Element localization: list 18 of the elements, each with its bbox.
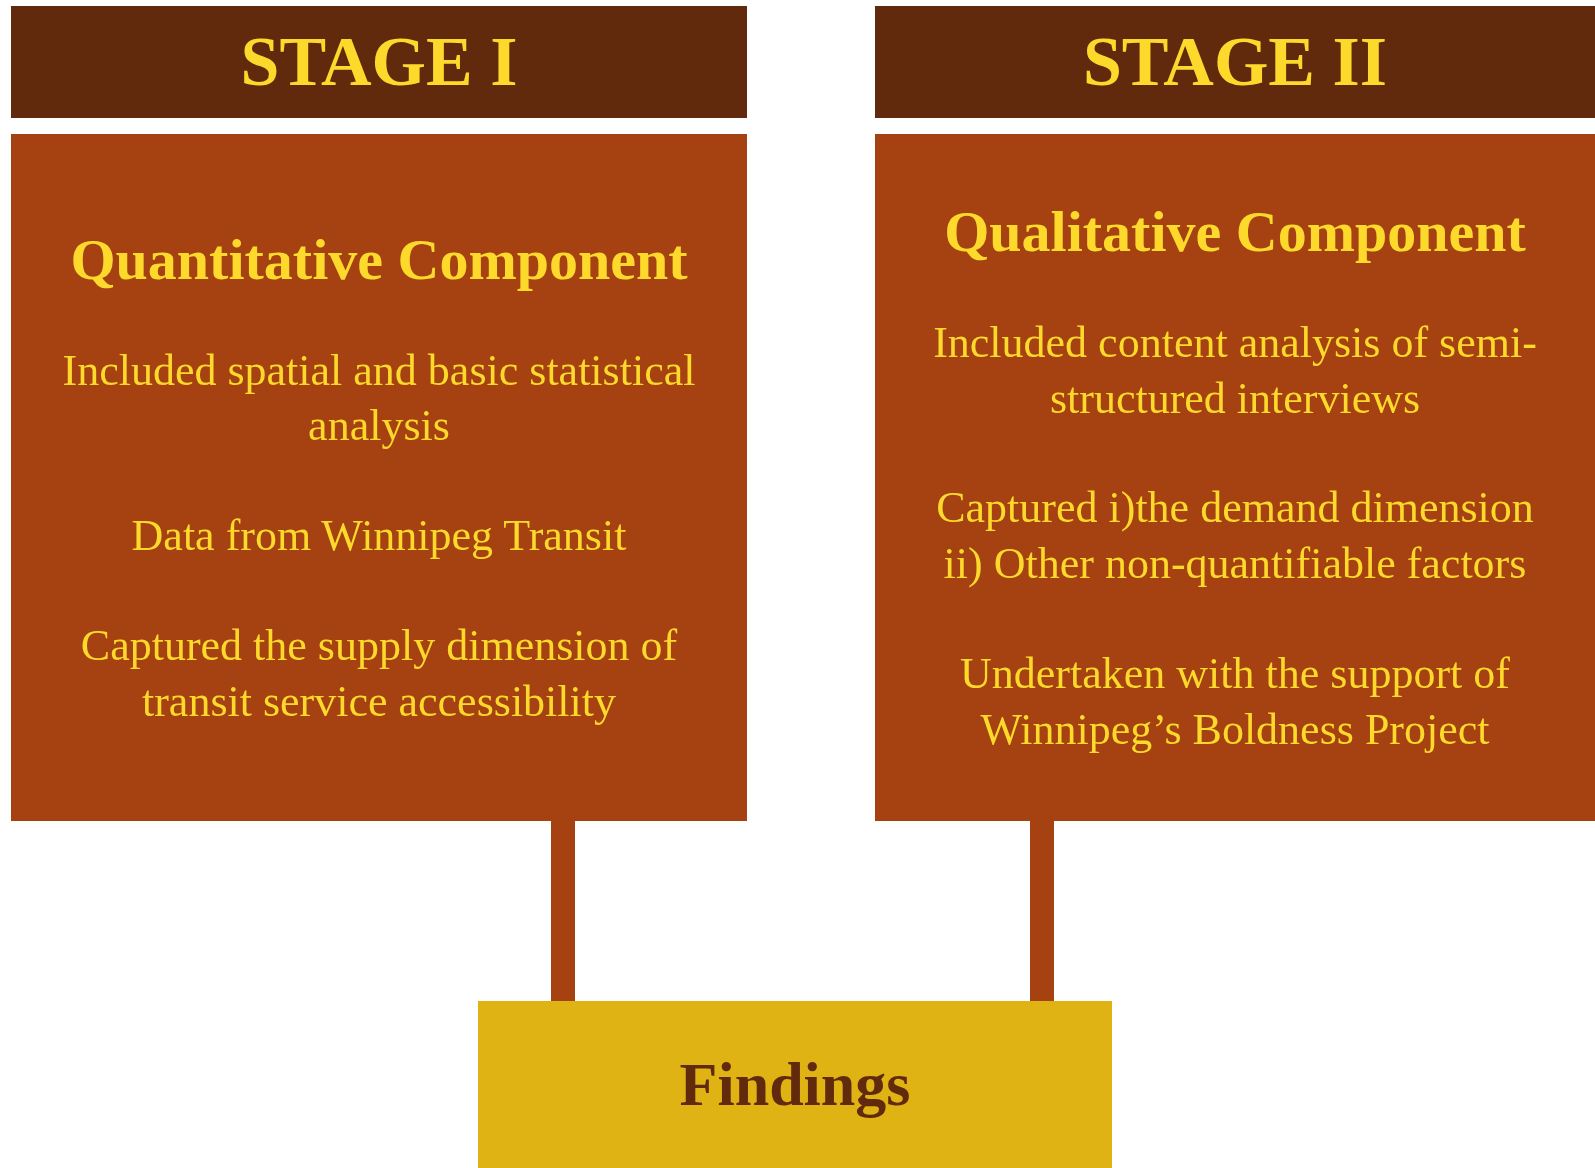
- component-heading: Qualitative Component: [944, 198, 1526, 267]
- description-text: Included spatial and basic statistical analysis: [61, 344, 697, 453]
- stage-title: STAGE II: [1082, 22, 1388, 102]
- description-text: Captured the supply dimension of transit service accessibility: [79, 620, 679, 729]
- stage-title: STAGE I: [240, 22, 518, 102]
- component-heading: Quantitative Component: [70, 226, 688, 294]
- component-box: [11, 134, 747, 821]
- connector-bar: [551, 821, 575, 1001]
- stage-header: [875, 6, 1595, 118]
- description-text: Undertaken with the support of Winnipeg’s Boldness Project: [959, 648, 1511, 757]
- description-text: Included content analysis of semi-structured interviews: [932, 316, 1538, 425]
- findings-box: [478, 1001, 1112, 1168]
- connector-bar: [1030, 821, 1054, 1001]
- description-text: Captured i)the demand dimension ii) Other non-quantifiable factors: [935, 482, 1535, 591]
- findings-label: Findings: [679, 1049, 911, 1120]
- component-box: [875, 134, 1595, 821]
- stage-header: [11, 6, 747, 118]
- description-text: Data from Winnipeg Transit: [131, 510, 627, 563]
